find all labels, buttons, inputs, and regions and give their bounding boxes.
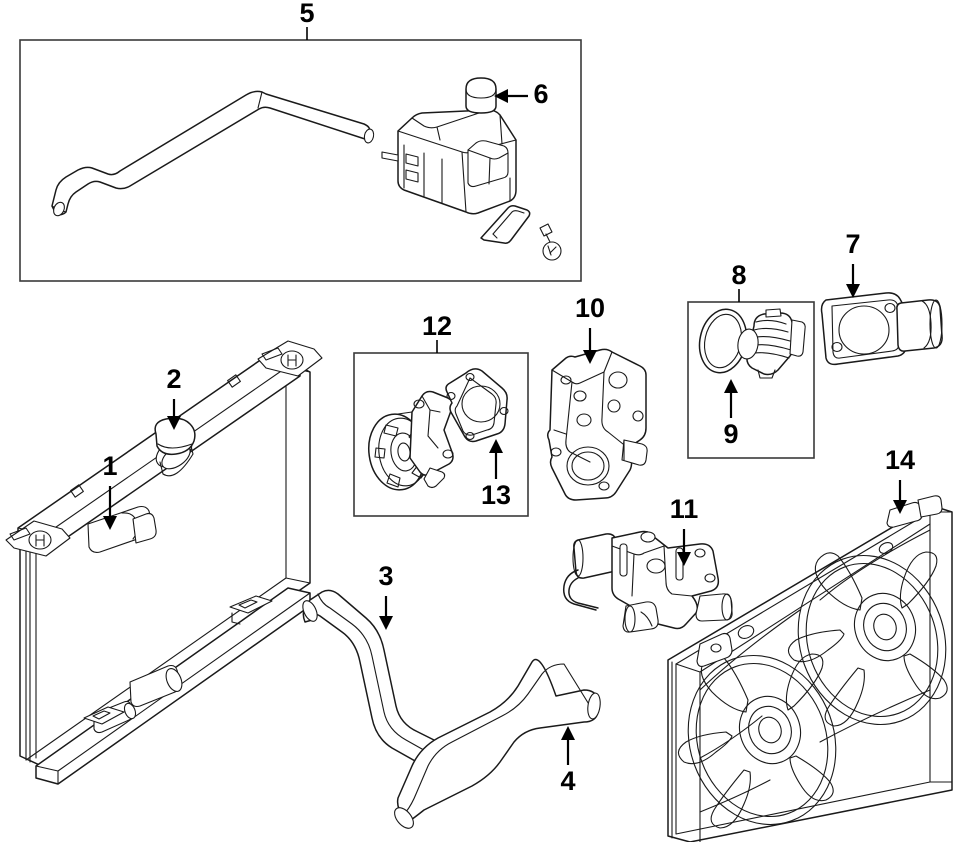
radiator-mount-bracket-right	[257, 340, 323, 377]
water-pipe-connector[interactable]	[562, 530, 733, 633]
water-pump-group[interactable]	[353, 352, 529, 517]
radiator-mount-bracket-left	[5, 520, 71, 557]
radiator-lower-mount-tabs	[83, 595, 273, 725]
lower-radiator-hose[interactable]	[391, 658, 602, 832]
callout-label-12: 12	[422, 311, 452, 341]
cooling-fan-shroud-assembly[interactable]	[665, 495, 960, 842]
callout-label-1: 1	[102, 451, 117, 481]
reservoir-mounting-bolt[interactable]	[539, 223, 562, 261]
reservoir-group-box[interactable]	[19, 39, 582, 282]
callout-label-11: 11	[670, 494, 699, 524]
callout-label-7: 7	[845, 229, 860, 259]
callout-label-8: 8	[731, 260, 746, 290]
pump-group-box[interactable]	[353, 352, 529, 517]
callout-labels: 1 2 3 4 5 6 7 8 9 10 11 12 13 14	[102, 0, 915, 796]
callout-label-5: 5	[299, 0, 314, 28]
water-inlet-housing[interactable]	[546, 348, 648, 501]
cooling-fan-right	[787, 551, 948, 727]
callout-label-10: 10	[575, 293, 605, 323]
reservoir-tank[interactable]	[381, 109, 517, 215]
reservoir-tank-cap[interactable]	[465, 77, 497, 114]
callout-label-14: 14	[885, 445, 915, 475]
radiator-assembly[interactable]	[5, 340, 323, 785]
thermostat-group[interactable]	[687, 301, 815, 459]
callout-leaders	[103, 27, 907, 765]
thermostat-valve[interactable]	[736, 308, 806, 379]
callout-label-4: 4	[560, 766, 575, 796]
radiator-upper-outlet	[87, 505, 157, 553]
cooling-fan-left	[677, 653, 837, 829]
water-pump-gasket[interactable]	[445, 368, 509, 443]
reservoir-group[interactable]	[19, 39, 582, 282]
reservoir-bracket[interactable]	[480, 205, 531, 244]
thermostat-group-box[interactable]	[687, 301, 815, 459]
callout-label-3: 3	[378, 561, 393, 591]
water-outlet-housing[interactable]	[820, 292, 943, 366]
callout-label-2: 2	[166, 364, 181, 394]
radiator-cap[interactable]	[154, 417, 196, 456]
callout-label-6: 6	[533, 79, 548, 109]
callout-label-13: 13	[481, 480, 511, 510]
water-pump[interactable]	[364, 390, 454, 494]
callout-label-9: 9	[723, 419, 738, 449]
reservoir-hose[interactable]	[51, 90, 375, 217]
